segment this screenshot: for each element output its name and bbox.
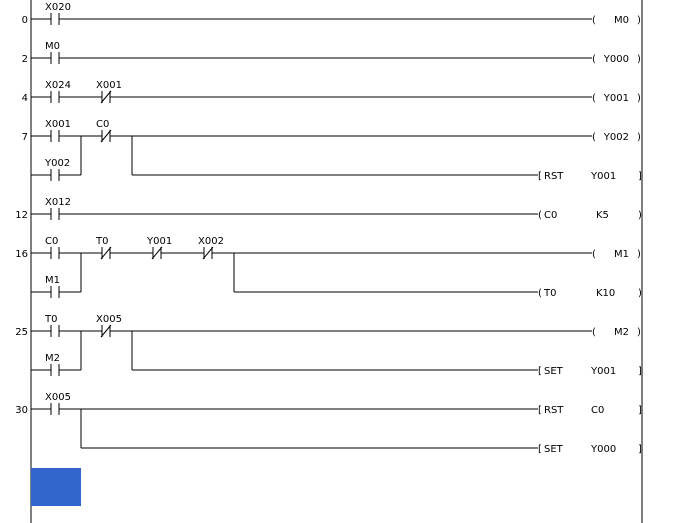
coil-label: M2 xyxy=(614,327,629,338)
editor-cursor[interactable] xyxy=(31,468,81,506)
instr-arg: K5 xyxy=(596,210,609,221)
contact-label: T0 xyxy=(44,314,57,325)
contact-slash xyxy=(100,324,112,338)
instr-op: RST xyxy=(544,171,564,182)
instr-op: C0 xyxy=(544,210,557,221)
instr-arg: Y000 xyxy=(590,444,616,455)
coil-label: M0 xyxy=(614,15,629,26)
coil-paren: ) xyxy=(637,54,641,65)
instr-paren: ) xyxy=(638,288,642,299)
coil-paren: ) xyxy=(637,249,641,260)
contact-label: M1 xyxy=(45,275,60,286)
instr-op: T0 xyxy=(543,288,556,299)
instr-op: SET xyxy=(544,366,564,377)
contact-slash xyxy=(100,246,112,260)
coil-paren: ) xyxy=(637,327,641,338)
instr-bracket: [ xyxy=(538,366,542,377)
instr-bracket: [ xyxy=(538,405,542,416)
contact-slash xyxy=(202,246,214,260)
instr-paren: ) xyxy=(638,210,642,221)
instr-paren: ( xyxy=(538,210,542,221)
contact-label: X012 xyxy=(45,197,71,208)
contact-label: Y001 xyxy=(146,236,172,247)
instr-arg: Y001 xyxy=(590,171,616,182)
instr-paren: ( xyxy=(538,288,542,299)
coil-paren: ( xyxy=(592,132,596,143)
contact-label: X001 xyxy=(45,119,71,130)
coil-label: Y000 xyxy=(603,54,629,65)
instr-bracket: ] xyxy=(638,171,642,182)
contact-label: X020 xyxy=(45,2,71,13)
coil-paren: ( xyxy=(592,249,596,260)
coil-paren: ) xyxy=(637,132,641,143)
instr-op: SET xyxy=(544,444,564,455)
contact-label: X005 xyxy=(45,392,71,403)
step-number: 25 xyxy=(15,327,28,338)
contact-slash xyxy=(151,246,163,260)
coil-paren: ( xyxy=(592,327,596,338)
contact-label: X002 xyxy=(198,236,224,247)
coil-paren: ( xyxy=(592,93,596,104)
instr-op: RST xyxy=(544,405,564,416)
instr-arg: C0 xyxy=(591,405,604,416)
instr-bracket: [ xyxy=(538,171,542,182)
contact-label: C0 xyxy=(45,236,58,247)
instr-bracket: ] xyxy=(638,444,642,455)
step-number: 2 xyxy=(22,54,28,65)
coil-paren: ) xyxy=(637,93,641,104)
contact-label: X024 xyxy=(45,80,71,91)
contact-label: T0 xyxy=(95,236,108,247)
contact-label: X001 xyxy=(96,80,122,91)
step-number: 12 xyxy=(15,210,28,221)
coil-label: Y002 xyxy=(603,132,629,143)
coil-paren: ( xyxy=(592,54,596,65)
instr-bracket: [ xyxy=(538,444,542,455)
step-number: 7 xyxy=(22,132,28,143)
contact-label: C0 xyxy=(96,119,109,130)
step-number: 30 xyxy=(15,405,28,416)
coil-paren: ( xyxy=(592,15,596,26)
contact-slash xyxy=(100,90,112,104)
contact-label: X005 xyxy=(96,314,122,325)
instr-arg: Y001 xyxy=(590,366,616,377)
step-number: 4 xyxy=(22,93,28,104)
contact-slash xyxy=(100,129,112,143)
instr-arg: K10 xyxy=(596,288,615,299)
coil-paren: ) xyxy=(637,15,641,26)
instr-bracket: ] xyxy=(638,405,642,416)
coil-label: M1 xyxy=(614,249,629,260)
contact-label: M0 xyxy=(45,41,60,52)
step-number: 16 xyxy=(15,249,28,260)
contact-label: M2 xyxy=(45,353,60,364)
coil-label: Y001 xyxy=(603,93,629,104)
instr-bracket: ] xyxy=(638,366,642,377)
step-number: 0 xyxy=(22,15,28,26)
contact-label: Y002 xyxy=(44,158,70,169)
